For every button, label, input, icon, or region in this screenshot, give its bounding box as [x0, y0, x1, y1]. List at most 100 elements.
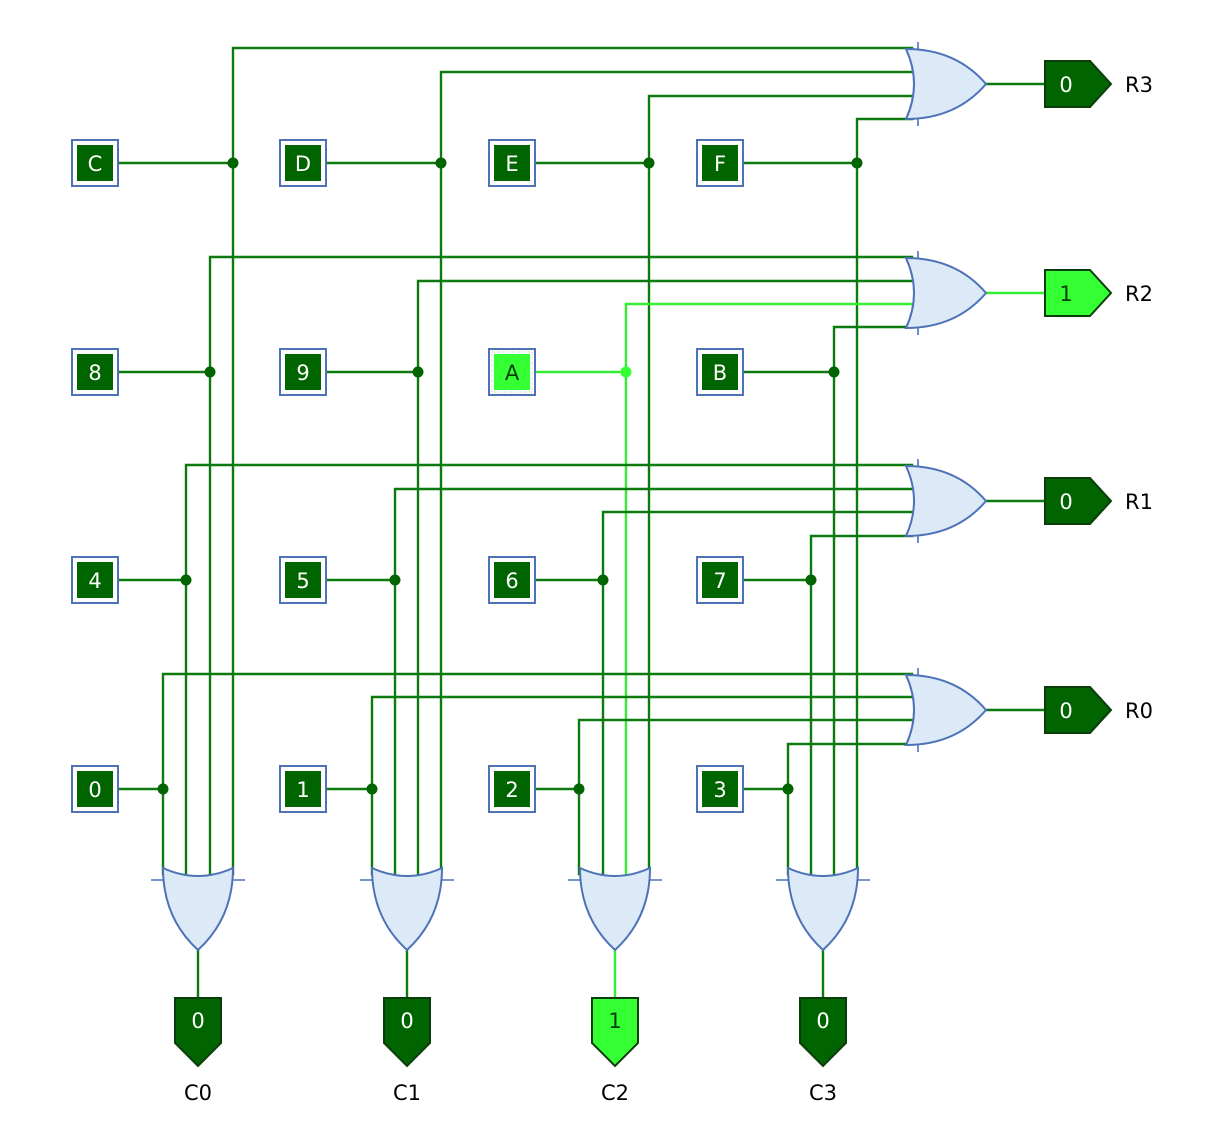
gate-body	[578, 866, 652, 952]
key-input-9[interactable]	[324, 279, 914, 876]
output-label: R3	[1125, 73, 1153, 97]
junction-dot-3	[782, 783, 794, 795]
key-inputs: C D E F 8 9 A B 4 5 6 7 0 1 2 3	[71, 139, 744, 813]
key-input-2[interactable]	[533, 718, 914, 876]
key-C[interactable]: C	[71, 139, 119, 187]
key-1[interactable]: 1	[279, 765, 327, 813]
key-3[interactable]: 3	[696, 765, 744, 813]
key-label: 6	[505, 569, 518, 593]
key-label: 8	[88, 361, 101, 385]
junction-dot-B	[828, 366, 840, 378]
key-input-A[interactable]	[533, 302, 914, 876]
key-face	[285, 562, 321, 598]
output-pin-C2: 1C2	[591, 997, 639, 1105]
output-label: C1	[393, 1081, 421, 1105]
key-input-1[interactable]	[324, 695, 914, 876]
key-2[interactable]: 2	[488, 765, 536, 813]
junction-dot-7	[805, 574, 817, 586]
route-wire-D	[439, 70, 914, 876]
or-gate-r1	[904, 459, 988, 543]
key-face	[77, 562, 113, 598]
route-wire-2	[577, 718, 914, 876]
or-gate-c3	[776, 866, 870, 952]
gate-body	[370, 866, 444, 952]
key-input-7[interactable]	[741, 534, 914, 876]
key-face	[77, 145, 113, 181]
key-label: B	[713, 361, 727, 385]
key-input-4[interactable]	[116, 463, 914, 876]
route-wire-B	[832, 325, 914, 876]
junction-dot-A	[620, 366, 632, 378]
wire-junctions	[157, 157, 863, 795]
key-input-0[interactable]	[116, 672, 914, 876]
output-pin-C0: 0C0	[174, 997, 222, 1105]
key-focus-outline	[491, 351, 533, 393]
gate-body	[161, 866, 235, 952]
key-face	[702, 145, 738, 181]
key-8[interactable]: 8	[71, 348, 119, 396]
output-value: 0	[191, 1009, 204, 1033]
gate-body	[904, 673, 988, 747]
junction-dot-1	[366, 783, 378, 795]
output-value: 0	[1059, 699, 1072, 723]
output-value: 0	[816, 1009, 829, 1033]
key-7[interactable]: 7	[696, 556, 744, 604]
key-face	[494, 771, 530, 807]
wires	[116, 46, 1047, 1000]
output-value: 1	[608, 1009, 621, 1033]
output-pin-R1: 0 R1	[1044, 477, 1153, 525]
output-label: R1	[1125, 490, 1153, 514]
key-6[interactable]: 6	[488, 556, 536, 604]
output-pin-shape	[174, 997, 222, 1068]
key-input-D[interactable]	[324, 70, 914, 876]
route-wire-8	[208, 255, 914, 876]
output-pin-shape	[1044, 269, 1113, 317]
key-label: 2	[505, 778, 518, 802]
key-input-F[interactable]	[741, 117, 914, 876]
output-value: 0	[400, 1009, 413, 1033]
gate-body	[904, 47, 988, 121]
key-input-8[interactable]	[116, 255, 914, 876]
key-label: 0	[88, 778, 101, 802]
output-pin-shape	[799, 997, 847, 1068]
or-gate-r0	[904, 668, 988, 752]
output-pin-C3: 0C3	[799, 997, 847, 1105]
key-input-E[interactable]	[533, 94, 914, 876]
key-0[interactable]: 0	[71, 765, 119, 813]
key-F[interactable]: F	[696, 139, 744, 187]
route-wire-6	[601, 510, 914, 876]
key-D[interactable]: D	[279, 139, 327, 187]
key-5[interactable]: 5	[279, 556, 327, 604]
key-input-B[interactable]	[741, 325, 914, 876]
route-wire-5	[393, 487, 914, 876]
route-wire-3	[786, 742, 914, 876]
junction-dot-9	[412, 366, 424, 378]
key-face	[494, 354, 530, 390]
or-gate-c1	[360, 866, 454, 952]
key-E[interactable]: E	[488, 139, 536, 187]
key-face	[702, 562, 738, 598]
key-label: D	[295, 152, 311, 176]
key-input-6[interactable]	[533, 510, 914, 876]
key-face	[77, 354, 113, 390]
key-A[interactable]: A	[488, 348, 536, 396]
gate-body	[904, 256, 988, 330]
or-gate-c0	[151, 866, 245, 952]
or-gate-r2	[904, 251, 988, 335]
route-wire-1	[370, 695, 914, 876]
key-input-5[interactable]	[324, 487, 914, 876]
key-4[interactable]: 4	[71, 556, 119, 604]
junction-dot-F	[851, 157, 863, 169]
junction-dot-E	[643, 157, 655, 169]
output-pin-shape	[1044, 477, 1113, 525]
output-label: C3	[809, 1081, 837, 1105]
output-value: 0	[1059, 490, 1072, 514]
key-input-C[interactable]	[116, 46, 914, 876]
key-input-3[interactable]	[741, 742, 914, 876]
route-wire-A	[624, 302, 914, 876]
route-wire-4	[184, 463, 914, 876]
key-B[interactable]: B	[696, 348, 744, 396]
key-9[interactable]: 9	[279, 348, 327, 396]
